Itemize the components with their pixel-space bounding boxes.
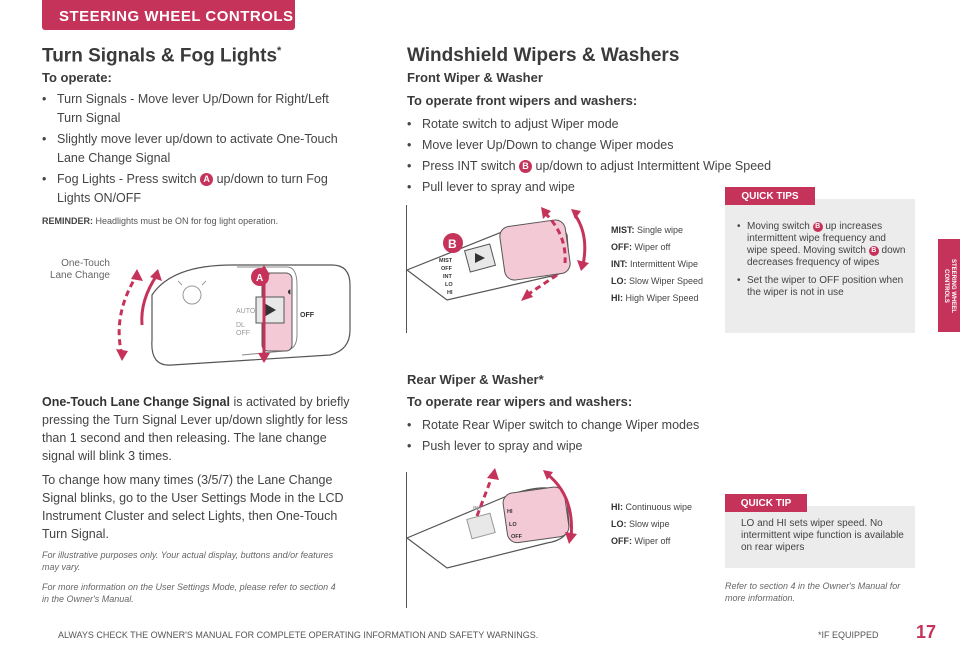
- fog-light-icon: ◐: [287, 286, 294, 298]
- fog-off-label: OFF: [300, 312, 315, 319]
- front-lever-off: OFF: [441, 266, 453, 272]
- turn-signal-bullets: Turn Signals - Move lever Up/Down for Ri…: [42, 90, 342, 210]
- rear-lever-int: INT: [473, 506, 483, 512]
- bullet-item: Move lever Up/Down to change Wiper modes: [407, 136, 807, 155]
- operate-heading: To operate:: [42, 70, 112, 85]
- front-wiper-heading: Front Wiper & Washer: [407, 70, 543, 85]
- mode-item: OFF: Wiper off: [611, 242, 671, 252]
- refer-note: Refer to section 4 in the Owner's Manual…: [725, 581, 901, 603]
- quick-tips-box: Moving switch B up increases intermitten…: [725, 199, 915, 333]
- side-tab-line1: STEERING WHEEL: [950, 258, 957, 313]
- bullet-item: Slightly move lever up/down to activate …: [42, 130, 342, 168]
- reminder-note: REMINDER: Headlights must be ON for fog …: [42, 216, 279, 226]
- quick-tip-item: Set the wiper to OFF position when the w…: [737, 275, 907, 299]
- quick-tip-text: LO and HI sets wiper speed. No intermitt…: [741, 518, 904, 553]
- bullet-item: Push lever to spray and wipe: [407, 437, 807, 456]
- rear-operate-heading: To operate rear wipers and washers:: [407, 394, 633, 409]
- rear-wiper-heading: Rear Wiper & Washer*: [407, 372, 544, 387]
- section-header-tab: STEERING WHEEL CONTROLS: [42, 0, 295, 30]
- mode-item: HI: High Wiper Speed: [611, 293, 699, 303]
- lever-label-auto: AUTO: [236, 308, 256, 315]
- quick-tip-item: Moving switch B up increases intermitten…: [737, 221, 907, 269]
- rear-lever-hi: HI: [507, 509, 513, 515]
- bullet-item: Rotate Rear Wiper switch to change Wiper…: [407, 416, 807, 435]
- title-asterisk: *: [277, 45, 282, 57]
- rear-lever-off: OFF: [511, 534, 523, 540]
- safety-warning-footer: ALWAYS CHECK THE OWNER'S MANUAL FOR COMP…: [58, 630, 539, 640]
- lever-label-dl: DL: [236, 322, 245, 329]
- front-lever-int: INT: [443, 274, 453, 280]
- bullet-item-int: Press INT switch B up/down to adjust Int…: [407, 157, 807, 176]
- one-touch-paragraph: One-Touch Lane Change Signal is activate…: [42, 395, 350, 463]
- front-lever-lo: LO: [445, 282, 453, 288]
- change-blinks-paragraph: To change how many times (3/5/7) the Lan…: [42, 473, 344, 541]
- lever-label-off: OFF: [236, 330, 250, 337]
- quick-tip-label: QUICK TIP: [725, 494, 807, 512]
- switch-b-marker: B: [812, 222, 823, 232]
- switch-a-callout: A: [256, 273, 263, 284]
- rear-lever-edge: [406, 472, 407, 608]
- side-tab-line2: CONTROLS: [943, 268, 950, 303]
- if-equipped-footer: *IF EQUIPPED: [818, 630, 879, 640]
- rear-lever-lo: LO: [509, 522, 517, 528]
- bullet-item: Turn Signals - Move lever Up/Down for Ri…: [42, 90, 342, 128]
- switch-b-marker: B: [868, 246, 879, 256]
- front-wiper-bullets: Rotate switch to adjust Wiper mode Move …: [407, 115, 807, 199]
- mode-item: MIST: Single wipe: [611, 225, 684, 235]
- switch-a-marker: A: [200, 173, 214, 186]
- turn-signal-lever-illustration: AUTO DL OFF OFF ◐ A: [116, 264, 351, 366]
- mode-item: OFF: Wiper off: [611, 536, 671, 546]
- mode-item: INT: Intermittent Wipe: [611, 259, 699, 269]
- turn-signals-title: Turn Signals & Fog Lights*: [42, 45, 282, 67]
- front-lever-edge: [406, 205, 407, 333]
- user-settings-note: For more information on the User Setting…: [42, 582, 336, 604]
- mode-item: HI: Continuous wipe: [611, 502, 693, 512]
- front-lever-hi: HI: [447, 290, 453, 296]
- front-wiper-modes: MIST: Single wipe OFF: Wiper off INT: In…: [611, 222, 711, 307]
- rear-wiper-lever-illustration: INT HI LO OFF: [407, 468, 577, 569]
- quick-tip-box: LO and HI sets wiper speed. No intermitt…: [725, 506, 915, 568]
- front-wiper-lever-illustration: MIST OFF INT LO HI B: [407, 207, 589, 301]
- front-operate-heading: To operate front wipers and washers:: [407, 93, 638, 108]
- one-touch-label: One-Touch Lane Change: [49, 258, 110, 281]
- front-lever-mist: MIST: [439, 258, 453, 264]
- switch-b-callout: B: [448, 237, 457, 251]
- bullet-item: Pull lever to spray and wipe: [407, 178, 807, 197]
- quick-tips-label: QUICK TIPS: [725, 187, 815, 205]
- rear-wiper-modes: HI: Continuous wipe LO: Slow wipe OFF: W…: [611, 499, 711, 550]
- mode-item: LO: Slow Wiper Speed: [611, 276, 704, 286]
- switch-b-marker: B: [519, 160, 533, 173]
- wipers-title: Windshield Wipers & Washers: [407, 45, 680, 66]
- bullet-item-fog: Fog Lights - Press switch A up/down to t…: [42, 170, 342, 208]
- mode-item: LO: Slow wipe: [611, 519, 670, 529]
- page-number: 17: [915, 622, 936, 642]
- bullet-item: Rotate switch to adjust Wiper mode: [407, 115, 807, 134]
- illustrative-note: For illustrative purposes only. Your act…: [42, 550, 334, 572]
- rear-wiper-bullets: Rotate Rear Wiper switch to change Wiper…: [407, 416, 807, 458]
